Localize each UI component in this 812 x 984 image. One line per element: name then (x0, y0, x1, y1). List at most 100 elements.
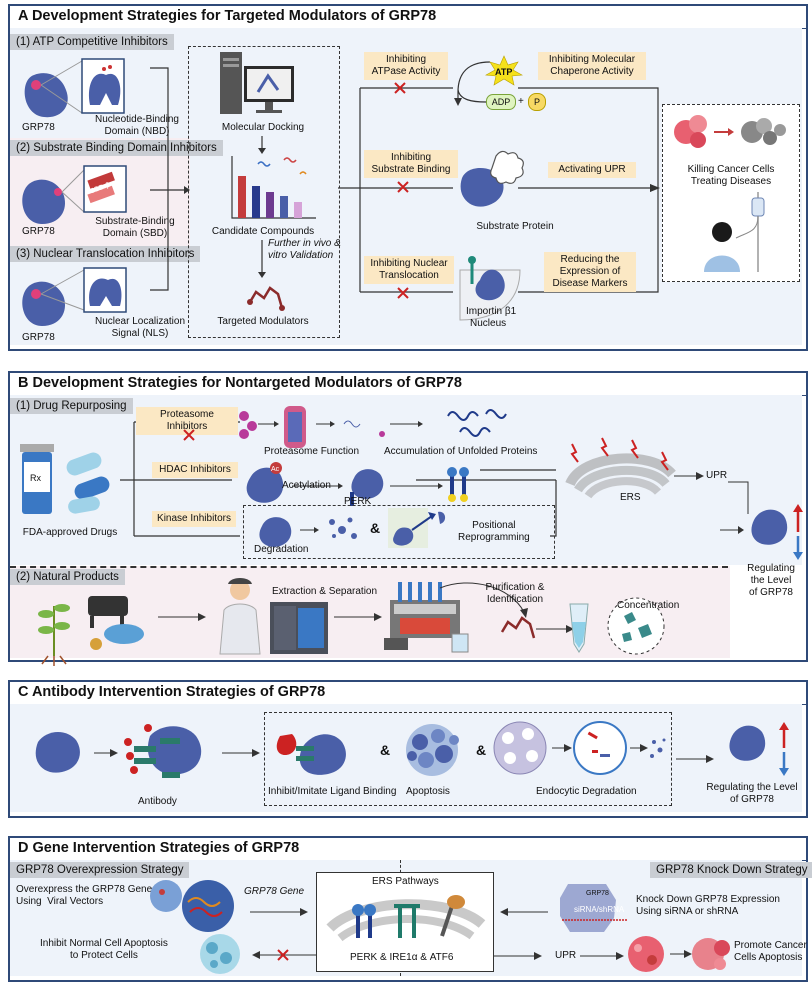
regulating-label-c: Regulating the Level of GRP78 (706, 782, 798, 805)
candidates-down-arrow (258, 240, 266, 278)
adp-badge: ADP (486, 94, 516, 110)
grp78-nls-icon (22, 267, 127, 326)
purification-label: Purification & Identification (485, 582, 545, 605)
perk-label: PERK (344, 496, 372, 507)
sbd-label: Substrate-Binding Domain (SBD) (95, 216, 175, 239)
proteasome-inh-box: Proteasome Inhibitors (136, 407, 238, 435)
panel-b-s1-label: (1) Drug Repurposing (10, 398, 133, 414)
atp-label: ATP (495, 67, 513, 77)
panel-b-dashed-divider (10, 566, 728, 568)
activating-upr-box: Activating UPR (548, 162, 636, 178)
grp78-label-2: GRP78 (22, 226, 55, 237)
panel-b-s2-label: (2) Natural Products (10, 569, 125, 585)
modulator-molecule-icon (247, 286, 285, 311)
phosphate-label: P (533, 97, 540, 107)
substrate-protein-label: Substrate Protein (476, 221, 554, 232)
arrow-ers-to-upr-d (494, 952, 542, 960)
atp-star-icon (485, 55, 523, 86)
inhibit-x-4 (183, 429, 195, 441)
nbd-label: Nucleotide-Binding Domain (NBD) (95, 114, 179, 137)
upr-label-d: UPR (555, 950, 577, 961)
arrow-upr-to-cells (580, 952, 624, 960)
apoptosis-icon (406, 724, 459, 776)
arrow-to-killing-box (650, 184, 660, 192)
nat-arrow-2 (334, 613, 382, 621)
purification-machine-icon (384, 582, 469, 653)
grp78-regulating-icon (751, 504, 803, 560)
grp78-gene-label: GRP78 Gene (244, 886, 305, 897)
inhibit-normal-text: Inhibit Normal Cell Apoptosis to Protect… (40, 938, 168, 961)
hdac-box: HDAC Inhibitors (152, 462, 238, 478)
nucleus-importin-icon (459, 256, 521, 321)
ers-pathways-label: ERS Pathways (372, 876, 439, 887)
proteasome-icon (239, 406, 423, 448)
grp78-label-1: GRP78 (22, 122, 55, 133)
candidates-label: Candidate Compounds (211, 226, 315, 237)
atp-reaction-arrow (454, 61, 491, 106)
docking-down-arrow (258, 136, 266, 154)
fda-label: FDA-approved Drugs (22, 527, 118, 538)
viral-vector-icon (150, 880, 234, 932)
grp78-regulating-c-icon (729, 722, 789, 776)
panel-a-s1-label: (1) ATP Competitive Inhibitors (10, 34, 174, 50)
inhibit-ligand-label: Inhibit/Imitate Ligand Binding (268, 786, 397, 797)
arrow-c-2 (222, 749, 260, 757)
panel-a-s2-label: (2) Substrate Binding Domain Inhibitors (10, 140, 223, 156)
reducing-box: Reducing the Expression of Disease Marke… (544, 252, 636, 292)
regulating-label-b: Regulating the Level of GRP78 (747, 563, 795, 598)
concentration-tube-icon (569, 597, 665, 655)
validation-label: Further in vivo & vitro Validation (268, 238, 341, 261)
fda-drugs-icon (20, 444, 110, 514)
inhibit-x-1 (394, 82, 406, 94)
grp78-small-label: GRP78 (586, 890, 609, 897)
inhibit-arrow-d (252, 949, 316, 961)
inh-nuclear-box: Inhibiting Nuclear Translocation (364, 256, 454, 284)
inhibit-x-2 (397, 181, 409, 193)
inh-chaperone-box: Inhibiting Molecular Chaperone Activity (538, 52, 646, 80)
arrow-c-3 (676, 755, 714, 763)
antibody-dashed-box (264, 712, 672, 806)
plus-label: + (518, 96, 524, 107)
panel-d-title: D Gene Intervention Strategies of GRP78 (18, 840, 300, 856)
normal-cells-icon (200, 934, 240, 974)
grp78-protein-c-icon (35, 731, 80, 773)
ers-organelle-icon (565, 437, 676, 499)
rx-label: Rx (30, 473, 41, 483)
nucleus-label: Nucleus (470, 318, 507, 329)
ligand-binding-icon (276, 734, 346, 775)
unfolded-proteins-icon (447, 409, 507, 437)
substrate-protein-icon (460, 150, 524, 207)
purified-molecule-icon (500, 616, 536, 639)
positional-reprogramming-icon (388, 508, 446, 548)
arrow-d-to-ers (250, 908, 308, 916)
candidate-bar-chart (231, 156, 316, 219)
inh-substrate-box: Inhibiting Substrate Binding (364, 150, 458, 178)
hdac-protein-icon (246, 462, 469, 506)
proteasome-fn-label: Proteasome Function (264, 446, 360, 457)
grp78-sbd-icon (22, 165, 127, 224)
promote-text: Promote Cancer Cells Apoptosis (734, 940, 807, 963)
ers-label: ERS (620, 492, 641, 503)
inhibit-x-3 (397, 287, 409, 299)
phosphate-badge: P (528, 93, 546, 111)
antibody-label: Antibody (138, 796, 177, 807)
upr-to-grp78-line (720, 481, 749, 534)
apoptosis-label: Apoptosis (406, 786, 450, 797)
panel-a-branch-lines (338, 87, 659, 293)
grp78-label-3: GRP78 (22, 332, 55, 343)
c-amp-2: & (476, 742, 487, 758)
inh-atpase-box: Inhibiting ATPase Activity (364, 52, 448, 80)
nat-curve-arrow (439, 582, 528, 618)
patient-iv-icon (704, 192, 765, 272)
concentration-label: Concentration (617, 600, 680, 611)
importin-label: Importin β1 (466, 306, 517, 317)
panel-b-title: B Development Strategies for Nontargeted… (18, 375, 462, 391)
docking-label: Molecular Docking (221, 122, 305, 133)
targeted-label: Targeted Modulators (217, 316, 309, 327)
knockdown-label: GRP78 Knock Down Strategy (650, 862, 812, 878)
sirna-label: siRNA/shRNA (574, 905, 625, 914)
grp78-nbd-icon (24, 58, 125, 118)
kinase-box: Kinase Inhibitors (152, 511, 236, 527)
natural-products-icon (38, 596, 144, 666)
nls-label: Nuclear Localization Signal (NLS) (94, 316, 186, 339)
